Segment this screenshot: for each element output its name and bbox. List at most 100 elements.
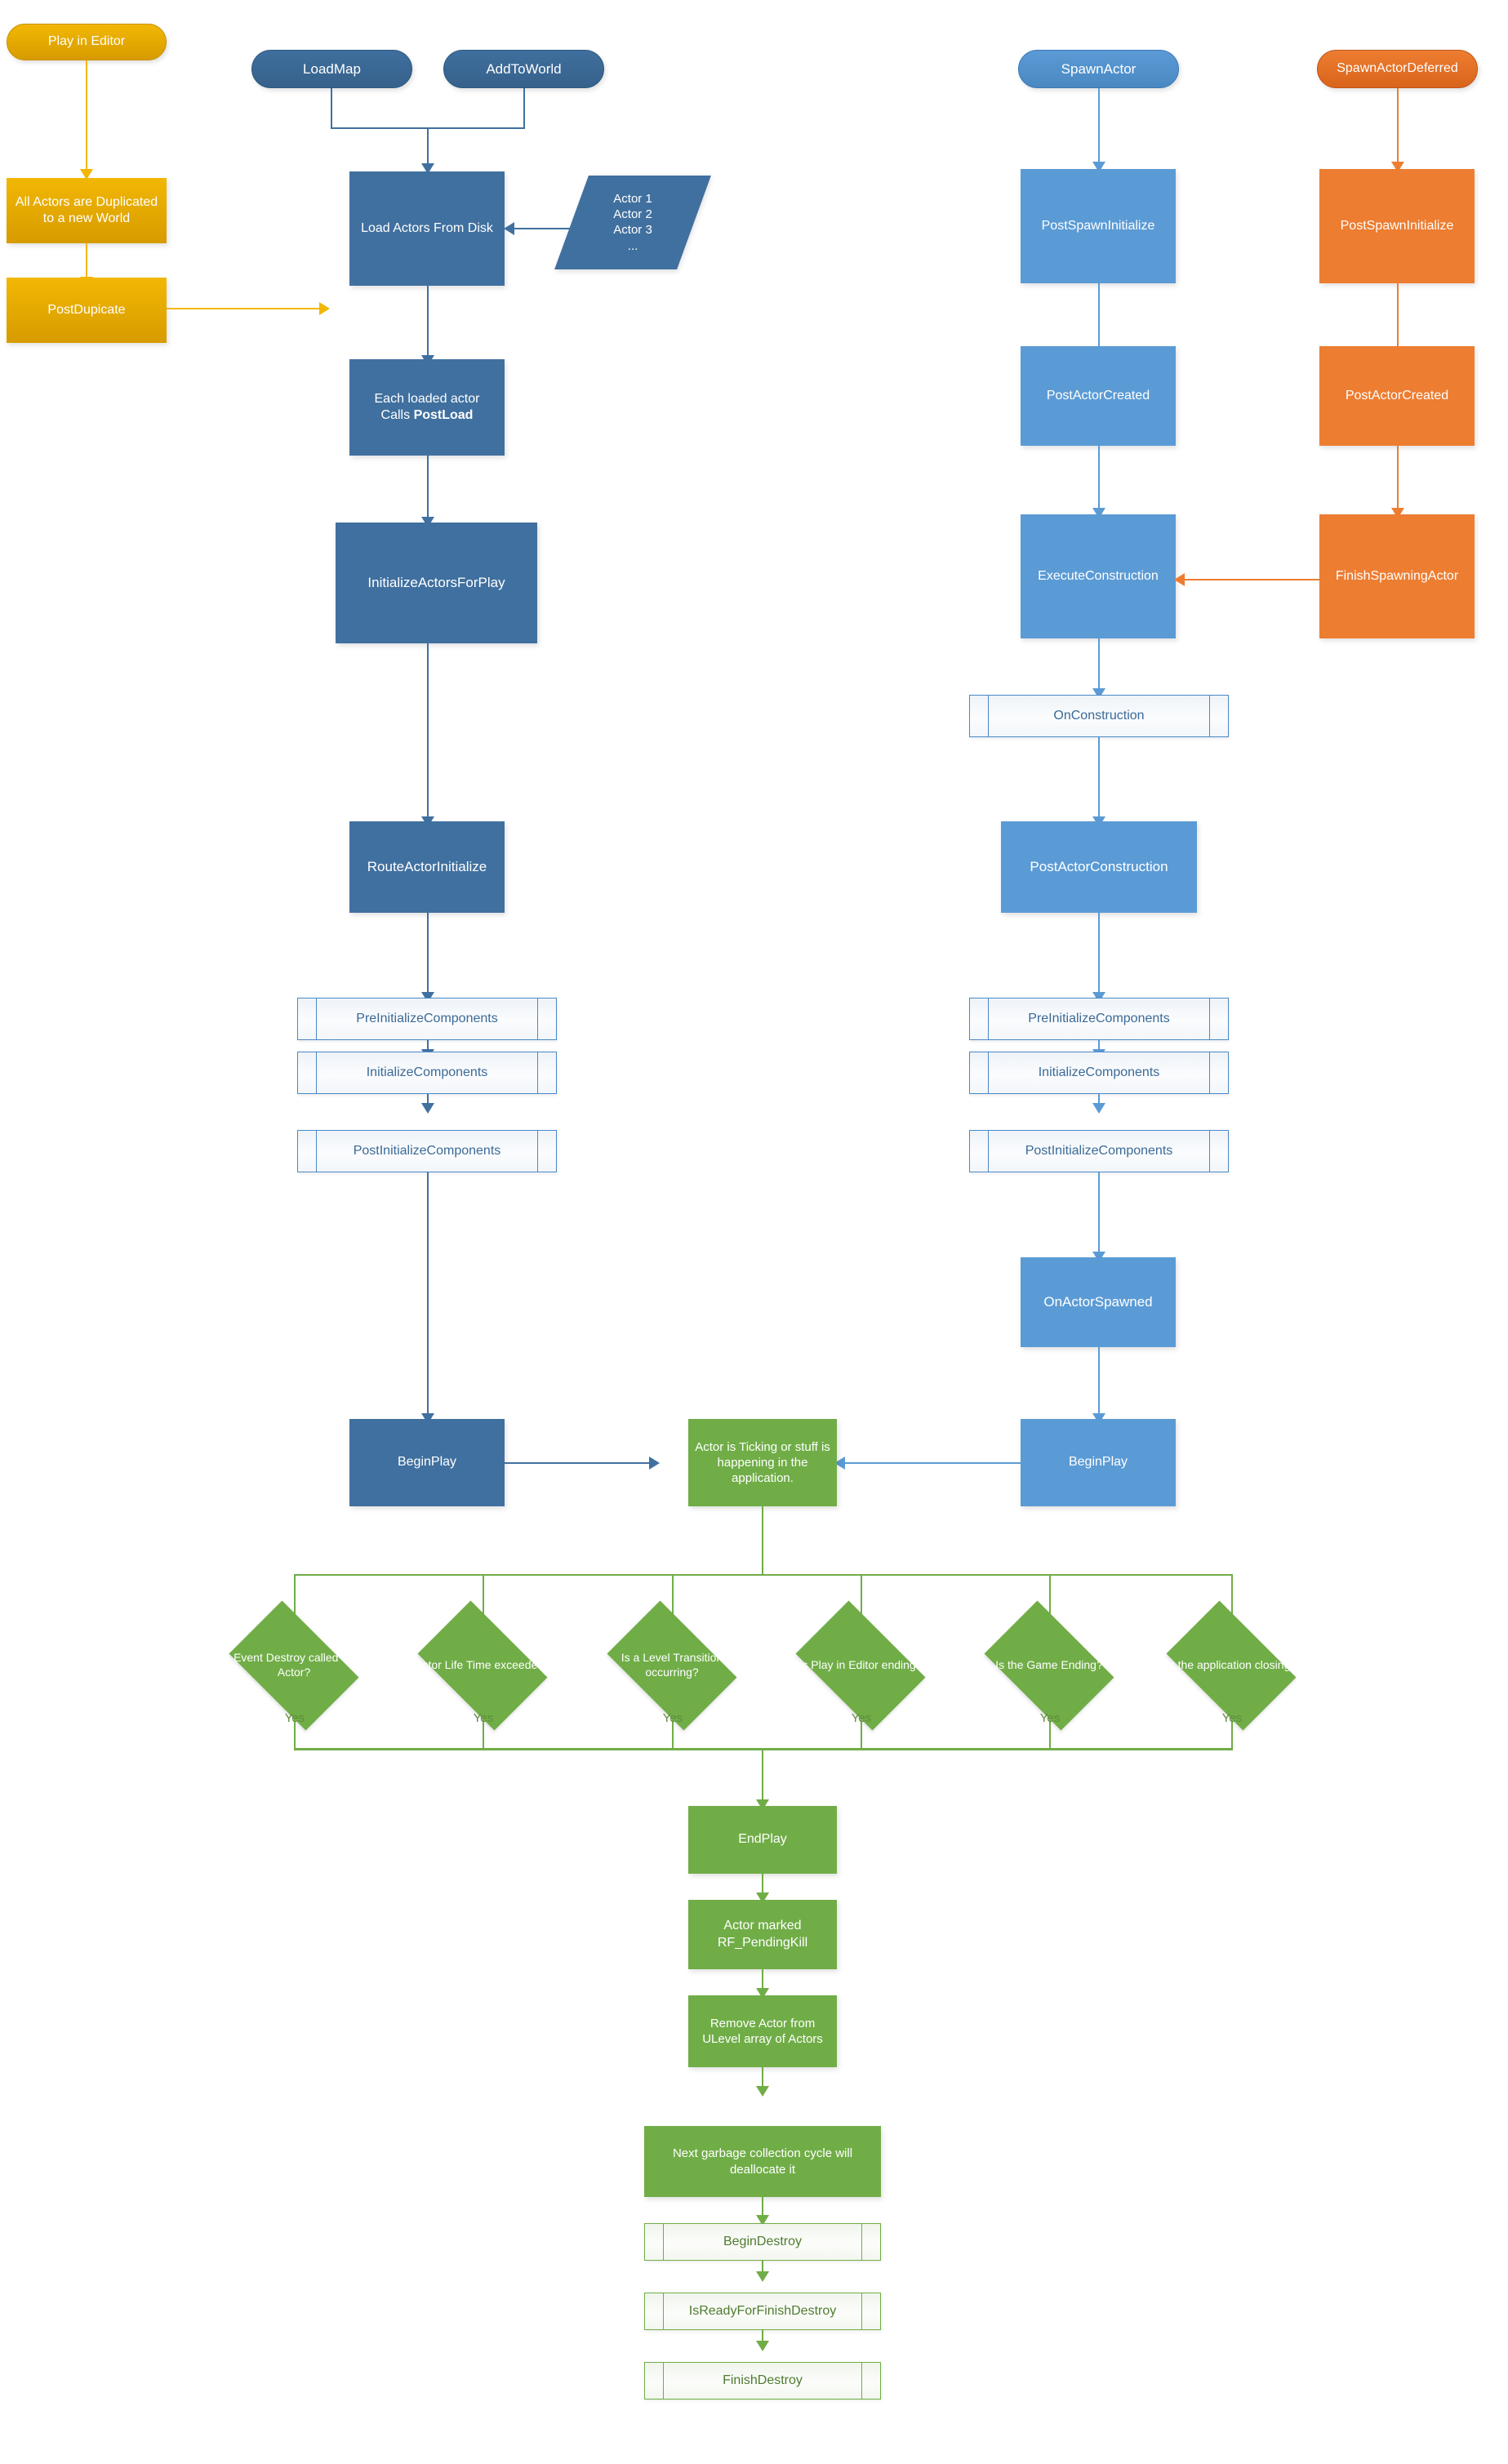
edge-onconstruction-to-postactorconstruction bbox=[1098, 737, 1100, 819]
node-post-actor-created-deferred[interactable]: PostActorCreated bbox=[1319, 346, 1475, 446]
node-initialize-components-right-label: InitializeComponents bbox=[1038, 1065, 1160, 1079]
edge-converge-to-endplay bbox=[762, 1748, 763, 1802]
decision-event-destroy[interactable]: Event Destroy called on Actor? bbox=[217, 1600, 371, 1731]
node-actor-ticking[interactable]: Actor is Ticking or stuff is happening i… bbox=[688, 1419, 837, 1506]
edge-postactorcreated-to-executeconstruction bbox=[1098, 446, 1100, 509]
each-loaded-actor-postload: PostLoad bbox=[413, 408, 474, 422]
node-pre-initialize-components-right[interactable]: PreInitializeComponents bbox=[969, 998, 1229, 1040]
yes-label-3: Yes bbox=[662, 1711, 683, 1725]
node-route-actor-initialize[interactable]: RouteActorInitialize bbox=[349, 821, 505, 913]
edge-beginplayright-to-ticking bbox=[843, 1462, 1021, 1464]
arrowhead-isready-to-finishdestroy bbox=[756, 2341, 769, 2351]
decision-level-transition[interactable]: Is a Level Transition occurring? bbox=[595, 1600, 749, 1731]
node-is-ready-for-finish-destroy-label: IsReadyForFinishDestroy bbox=[688, 2303, 837, 2318]
node-spawn-actor-label: SpawnActor bbox=[1061, 60, 1137, 77]
edge-ticking-to-bus bbox=[762, 1506, 763, 1576]
node-actor-list[interactable]: Actor 1 Actor 2 Actor 3 ... bbox=[554, 176, 711, 269]
node-actor-ticking-label: Actor is Ticking or stuff is happening i… bbox=[695, 1439, 830, 1486]
node-add-to-world[interactable]: AddToWorld bbox=[443, 50, 604, 88]
node-spawn-actor-deferred[interactable]: SpawnActorDeferred bbox=[1317, 50, 1478, 88]
node-on-actor-spawned-label: OnActorSpawned bbox=[1043, 1294, 1153, 1310]
node-post-actor-created-mid-label: PostActorCreated bbox=[1046, 388, 1150, 403]
node-post-spawn-initialize-mid[interactable]: PostSpawnInitialize bbox=[1021, 169, 1176, 283]
node-load-map-label: LoadMap bbox=[303, 60, 361, 77]
arrowhead-begindestroy-to-isready bbox=[756, 2271, 769, 2282]
node-post-actor-construction[interactable]: PostActorConstruction bbox=[1001, 821, 1197, 913]
actor-list-line-3: Actor 3 bbox=[613, 223, 652, 238]
node-post-initialize-components-right[interactable]: PostInitializeComponents bbox=[969, 1130, 1229, 1172]
node-finish-destroy-label: FinishDestroy bbox=[723, 2373, 803, 2387]
node-begin-play-left[interactable]: BeginPlay bbox=[349, 1419, 505, 1506]
node-is-ready-for-finish-destroy[interactable]: IsReadyForFinishDestroy bbox=[644, 2293, 881, 2330]
node-initialize-components-right[interactable]: InitializeComponents bbox=[969, 1052, 1229, 1094]
node-finish-destroy[interactable]: FinishDestroy bbox=[644, 2362, 881, 2400]
decision-actor-life-time[interactable]: Actor Life Time exceeded? bbox=[406, 1600, 559, 1731]
edge-postload-to-initactors bbox=[427, 456, 429, 519]
node-post-spawn-initialize-deferred[interactable]: PostSpawnInitialize bbox=[1319, 169, 1475, 283]
node-all-actors-duplicated[interactable]: All Actors are Duplicated to a new World bbox=[7, 178, 167, 243]
edge-postactorcreated-to-finishspawning bbox=[1397, 446, 1399, 509]
edge-d5-yes bbox=[1049, 1710, 1051, 1749]
edge-pie-to-duplicated bbox=[86, 60, 87, 171]
node-begin-destroy-label: BeginDestroy bbox=[723, 2234, 803, 2248]
node-begin-play-right[interactable]: BeginPlay bbox=[1021, 1419, 1176, 1506]
edge-bus-to-d5 bbox=[1049, 1574, 1051, 1625]
node-post-actor-created-mid[interactable]: PostActorCreated bbox=[1021, 346, 1176, 446]
decision-fanout-bus bbox=[294, 1574, 1231, 1576]
arrowhead-merge-to-loadactors bbox=[421, 163, 434, 174]
node-on-construction[interactable]: OnConstruction bbox=[969, 695, 1229, 737]
arrowhead-init-to-postinit-right bbox=[1092, 1103, 1105, 1114]
edge-begindestroy-to-isready bbox=[762, 2261, 763, 2275]
node-actor-list-label: Actor 1 Actor 2 Actor 3 ... bbox=[572, 191, 694, 254]
node-load-map[interactable]: LoadMap bbox=[251, 50, 412, 88]
node-load-actors-from-disk[interactable]: Load Actors From Disk bbox=[349, 171, 505, 286]
edge-finishspawning-to-executeconstruction bbox=[1184, 579, 1323, 580]
decision-app-closing[interactable]: Is the application closing? bbox=[1154, 1600, 1308, 1731]
decision-game-ending[interactable]: Is the Game Ending? bbox=[972, 1600, 1126, 1731]
arrowhead-pie-to-duplicated bbox=[80, 169, 93, 180]
node-play-in-editor[interactable]: Play in Editor bbox=[7, 24, 167, 60]
arrowhead-actorlist-to-loadactors bbox=[504, 222, 514, 235]
arrowhead-init-to-postinit-left bbox=[421, 1103, 434, 1114]
each-loaded-actor-line2: Calls bbox=[380, 408, 414, 422]
edge-bus-to-d3 bbox=[672, 1574, 674, 1625]
node-begin-destroy[interactable]: BeginDestroy bbox=[644, 2223, 881, 2261]
node-end-play[interactable]: EndPlay bbox=[688, 1806, 837, 1874]
edge-gc-to-begindestroy bbox=[762, 2197, 763, 2220]
node-initialize-components-left-label: InitializeComponents bbox=[366, 1065, 488, 1079]
edge-pendingkill-to-removeactor bbox=[762, 1969, 763, 1992]
node-pre-initialize-components-left[interactable]: PreInitializeComponents bbox=[297, 998, 557, 1040]
node-post-spawn-initialize-deferred-label: PostSpawnInitialize bbox=[1340, 218, 1454, 233]
node-post-duplicate-label: PostDupicate bbox=[47, 302, 126, 317]
actor-list-line-2: Actor 2 bbox=[613, 207, 652, 222]
edge-postinit-to-onactorspawned bbox=[1098, 1172, 1100, 1254]
node-initialize-components-left[interactable]: InitializeComponents bbox=[297, 1052, 557, 1094]
node-post-initialize-components-left[interactable]: PostInitializeComponents bbox=[297, 1130, 557, 1172]
node-post-initialize-components-right-label: PostInitializeComponents bbox=[1025, 1143, 1173, 1158]
node-finish-spawning-actor[interactable]: FinishSpawningActor bbox=[1319, 514, 1475, 638]
node-post-duplicate[interactable]: PostDupicate bbox=[7, 278, 167, 343]
edge-merge-to-loadactors bbox=[427, 127, 429, 167]
decision-pie-ending[interactable]: Is Play in Editor ending? bbox=[784, 1600, 937, 1731]
yes-label-4: Yes bbox=[851, 1711, 872, 1725]
node-on-actor-spawned[interactable]: OnActorSpawned bbox=[1021, 1257, 1176, 1347]
arrowhead-beginplayright-to-ticking bbox=[834, 1457, 845, 1470]
node-post-actor-construction-label: PostActorConstruction bbox=[1030, 859, 1168, 875]
node-spawn-actor[interactable]: SpawnActor bbox=[1018, 50, 1179, 88]
each-loaded-actor-line1: Each loaded actor bbox=[374, 391, 480, 406]
node-execute-construction[interactable]: ExecuteConstruction bbox=[1021, 514, 1176, 638]
node-post-spawn-initialize-mid-label: PostSpawnInitialize bbox=[1041, 218, 1155, 233]
node-initialize-actors-for-play[interactable]: InitializeActorsForPlay bbox=[336, 523, 537, 643]
node-remove-actor-from-ulevel[interactable]: Remove Actor from ULevel array of Actors bbox=[688, 1995, 837, 2067]
node-each-loaded-actor[interactable]: Each loaded actor Calls PostLoad bbox=[349, 359, 505, 456]
node-pre-initialize-components-right-label: PreInitializeComponents bbox=[1028, 1011, 1170, 1025]
edge-bus-to-d6 bbox=[1231, 1574, 1233, 1625]
edge-routeactor-to-preinit bbox=[427, 913, 429, 994]
edge-loadmap-down bbox=[331, 88, 332, 129]
node-actor-marked-pendingkill[interactable]: Actor marked RF_PendingKill bbox=[688, 1900, 837, 1969]
node-next-gc-cycle[interactable]: Next garbage collection cycle will deall… bbox=[644, 2126, 881, 2197]
edge-postactorconstruction-to-preinit bbox=[1098, 913, 1100, 994]
yes-label-5: Yes bbox=[1039, 1711, 1061, 1725]
node-add-to-world-label: AddToWorld bbox=[486, 60, 562, 77]
node-on-construction-label: OnConstruction bbox=[1053, 708, 1145, 723]
